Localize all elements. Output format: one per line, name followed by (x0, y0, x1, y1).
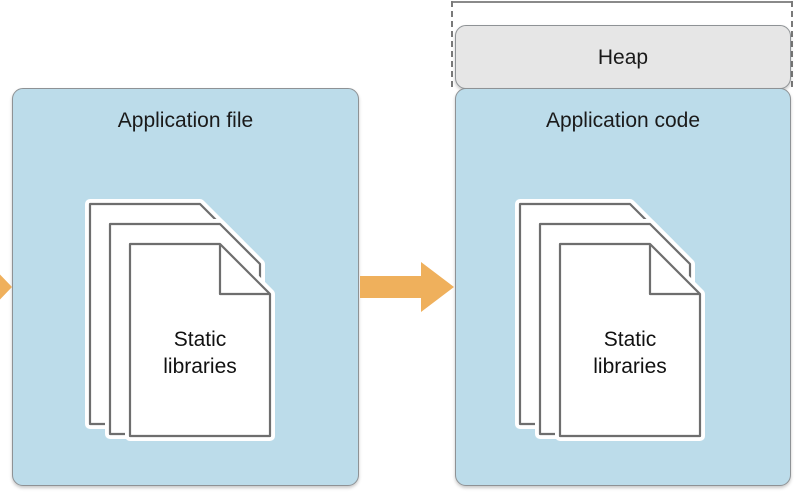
memory-region-top-border (451, 1, 793, 3)
transform-arrow (360, 262, 454, 312)
incoming-arrow (0, 262, 12, 312)
static-libraries-stack-left[interactable]: Static libraries (85, 198, 288, 441)
heap-title: Heap (597, 46, 649, 69)
static-libraries-stack-right[interactable]: Static libraries (515, 198, 718, 441)
document-stack-icon (515, 199, 705, 441)
heap-panel[interactable]: Heap (455, 25, 791, 89)
application-code-title: Application code (545, 109, 701, 132)
application-file-title: Application file (117, 109, 254, 132)
memory-region-left-dashed-line (451, 1, 453, 87)
document-stack-icon (85, 199, 275, 441)
memory-region-right-dashed-line (791, 1, 793, 87)
